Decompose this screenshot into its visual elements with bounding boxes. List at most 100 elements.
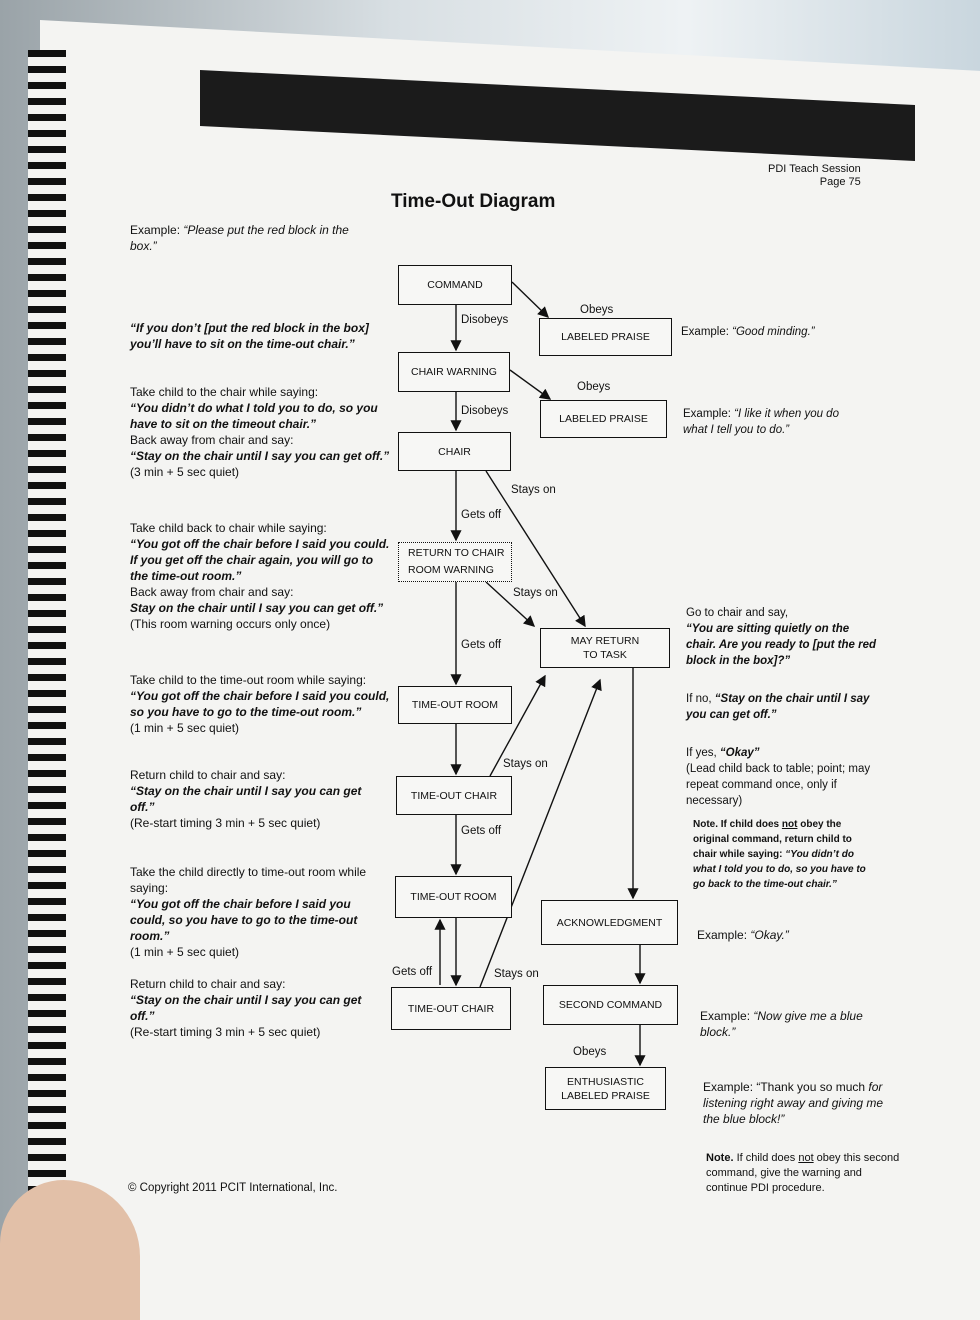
text: “Stay on the chair until I say you can g…: [130, 449, 390, 463]
label-gets-off-3: Gets off: [461, 825, 502, 837]
note-second-command: Note. If child does not obey this second…: [706, 1151, 906, 1204]
note-go-to-chair: Go to chair and say, “You are sitting qui…: [686, 605, 876, 817]
box-timeout-chair-1: TIME-OUT CHAIR: [396, 776, 512, 815]
box-second-command: SECOND COMMAND: [543, 985, 678, 1025]
text: Note.: [706, 1152, 737, 1164]
text: “Okay.”: [750, 928, 789, 942]
text: Take child to the chair while saying:: [130, 385, 319, 399]
text: If child does: [736, 1152, 799, 1164]
text: Example:: [681, 326, 733, 338]
text: (1 min + 5 sec quiet): [130, 721, 240, 735]
text: (Re-start timing 3 min + 5 sec quiet): [130, 1025, 321, 1039]
box-timeout-room-2: TIME-OUT ROOM: [395, 876, 512, 918]
text: Example:: [697, 928, 751, 942]
text: Note. If child does: [693, 819, 782, 830]
example-thank-you: Example: “Thank you so much for listenin…: [703, 1079, 893, 1151]
label-gets-off-2: Gets off: [461, 639, 502, 651]
label-stays-on-2: Stays on: [513, 587, 558, 599]
box-labeled-praise-1: LABELED PRAISE: [539, 318, 672, 356]
text: (1 min + 5 sec quiet): [130, 945, 240, 959]
example-good-minding: Example: “Good minding.”: [681, 324, 815, 340]
box-chair-warning: CHAIR WARNING: [398, 352, 510, 392]
text: Example: “Thank you so much: [703, 1080, 869, 1094]
box-room-warning: RETURN TO CHAIR ROOM WARNING: [398, 542, 512, 582]
text: Take child back to chair while saying:: [130, 521, 327, 535]
page-title: Time-Out Diagram: [391, 191, 556, 212]
note-timeout-room-1: Take child to the time-out room while sa…: [130, 672, 392, 767]
box-timeout-room-1: TIME-OUT ROOM: [398, 686, 512, 724]
text: Example:: [130, 223, 184, 237]
text: Return child to chair and say:: [130, 768, 286, 782]
text: Take child to the time-out room while sa…: [130, 673, 367, 687]
text: not: [781, 819, 798, 830]
text: not: [798, 1152, 814, 1164]
note-example-command: Example: “Please put the red block in th…: [130, 222, 370, 320]
text: obey the original command, return child …: [693, 819, 852, 860]
text: for listening right away and giving me t…: [703, 1080, 884, 1126]
text: “You didn’t do what I told you to do, so…: [693, 849, 866, 890]
box-acknowledgment: ACKNOWLEDGMENT: [541, 900, 678, 945]
text: Return child to chair and say:: [130, 977, 286, 991]
left-instructions: Example: “Please put the red block in th…: [130, 222, 392, 1048]
box-labeled-praise-2: LABELED PRAISE: [540, 400, 667, 438]
text: Stay on the chair until I say you can ge…: [130, 601, 384, 615]
text: “You didn’t do what I told you to do, so…: [130, 401, 378, 431]
copyright: © Copyright 2011 PCIT International, Inc…: [128, 1182, 338, 1194]
text: (Lead child back to table; point; may re…: [686, 763, 871, 807]
text: “Good minding.”: [732, 326, 815, 338]
text: “Stay on the chair until I say you can g…: [130, 993, 362, 1023]
text: If no,: [686, 693, 715, 705]
note-room-warning: Take child back to chair while saying: “Y…: [130, 520, 392, 672]
text: If yes,: [686, 747, 720, 759]
note-chair-warning: “If you don’t [put the red block in the …: [130, 321, 369, 351]
note-timeout-chair-1: Return child to chair and say: “Stay on t…: [130, 767, 375, 864]
session-label: PDI Teach Session: [768, 163, 861, 175]
text: “Okay”: [719, 747, 760, 759]
example-like-it: Example: “I like it when you do what I t…: [683, 406, 843, 438]
note-timeout-chair-2: Return child to chair and say: “Stay on t…: [130, 976, 375, 1048]
document-page: [40, 20, 980, 1320]
thumb: [0, 1180, 140, 1320]
label-stays-on-4: Stays on: [494, 968, 539, 980]
text: (Re-start timing 3 min + 5 sec quiet): [130, 816, 321, 830]
text: “Now give me a blue block.”: [700, 1009, 863, 1039]
text: (This room warning occurs only once): [130, 617, 331, 631]
note-timeout-room-2: Take the child directly to time-out room…: [130, 864, 375, 976]
box-command: COMMAND: [398, 265, 512, 305]
note-chair: Take child to the chair while saying: “Yo…: [130, 384, 392, 520]
example-okay: Example: “Okay.”: [697, 927, 886, 1008]
label-disobeys-2: Disobeys: [461, 405, 509, 417]
label-obeys-1: Obeys: [580, 304, 614, 316]
text: Back away from chair and say:: [130, 433, 294, 447]
text: “You are sitting quietly on the chair. A…: [686, 623, 877, 667]
text: “Please put the red block in the box.”: [130, 223, 349, 253]
text: Go to chair and say,: [686, 607, 789, 619]
label-gets-off-4: Gets off: [392, 966, 433, 978]
text: “You got off the chair before I said you…: [130, 897, 358, 943]
text: obey this second command, give the warni…: [706, 1152, 900, 1194]
text: Example:: [700, 1009, 754, 1023]
box-may-return-to-task: MAY RETURN TO TASK: [540, 628, 670, 668]
label-gets-off-1: Gets off: [461, 509, 502, 521]
text: “Stay on the chair until I say you can g…: [686, 693, 870, 721]
box-enthusiastic-praise: ENTHUSIASTIC LABELED PRAISE: [545, 1067, 666, 1110]
label-obeys-3: Obeys: [573, 1046, 607, 1058]
text: Take the child directly to time-out room…: [130, 865, 367, 895]
text: “You got off the chair before I said you…: [130, 537, 390, 583]
text: “I like it when you do what I tell you t…: [683, 408, 839, 436]
page-number: Page 75: [819, 176, 861, 188]
label-stays-on-1: Stays on: [511, 484, 556, 496]
example-blue-block: Example: “Now give me a blue block.”: [700, 1008, 890, 1079]
label-obeys-2: Obeys: [577, 381, 611, 393]
box-chair: CHAIR: [398, 432, 511, 471]
text: Back away from chair and say:: [130, 585, 294, 599]
text: “Stay on the chair until I say you can g…: [130, 784, 362, 814]
label-stays-on-3: Stays on: [503, 758, 548, 770]
right-notes: Go to chair and say, “You are sitting qui…: [686, 605, 899, 1204]
text: (3 min + 5 sec quiet): [130, 465, 240, 479]
text: “You got off the chair before I said you…: [130, 689, 390, 719]
label-disobeys-1: Disobeys: [461, 314, 509, 326]
box-timeout-chair-2: TIME-OUT CHAIR: [391, 987, 511, 1030]
